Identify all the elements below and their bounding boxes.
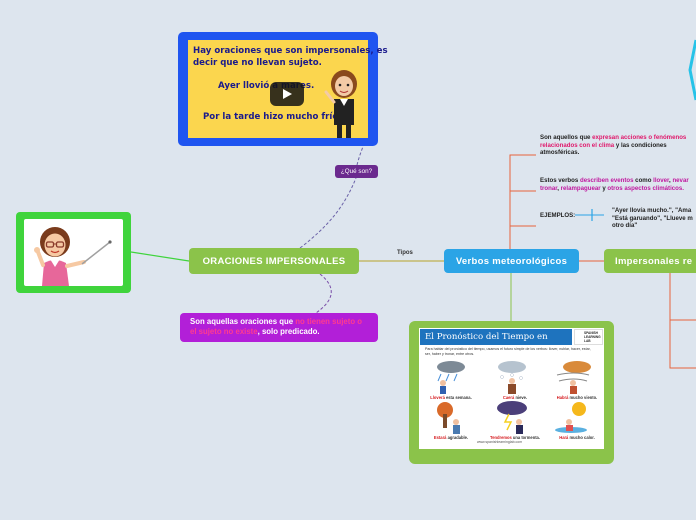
weather-subtitle: Para hablar del pronóstico del tiempo, u…: [425, 347, 591, 356]
note2-c: como: [633, 177, 654, 184]
note2-j: y: [600, 184, 608, 192]
note2-f: nevar: [672, 177, 689, 184]
branch-line-1: [509, 154, 536, 249]
note1-d: y las condiciones: [614, 141, 667, 149]
teacher-link: [130, 251, 190, 262]
note-description[interactable]: Estos verbos describen eventos como llov…: [540, 177, 696, 192]
ejemplo-line-1: "Ayer llovía mucho.", "Ama: [612, 207, 692, 214]
woman-cartoon: [324, 70, 357, 138]
video-line-3: Ayer llovió a mares.: [218, 81, 315, 91]
note2-b: describen eventos: [579, 177, 634, 184]
weather-footer: www.spanishlearninglab.com: [477, 440, 523, 444]
impersonales-branches: [669, 273, 696, 369]
caption-2: Caerá nieve.: [502, 395, 528, 400]
weather-forecast-node[interactable]: El Pronóstico del Tiempo en Español SPAN…: [409, 321, 614, 464]
note1-b: expresan acciones o fenómenos: [592, 134, 687, 141]
tipos-label: Tipos: [397, 250, 413, 256]
video-line-2: decir que no llevan sujeto.: [193, 58, 322, 68]
weather-title: El Pronóstico del Tiempo en Español: [420, 329, 572, 358]
definition-node[interactable]: Son aquellas oraciones que no tienen suj…: [180, 313, 378, 342]
note2-d: llover: [653, 177, 670, 184]
note2-a: Estos verbos: [540, 177, 580, 184]
note2-k: otros aspectos climáticos.: [607, 184, 684, 192]
teacher-illustration: [24, 219, 123, 286]
caption-6: Hará mucho calor.: [559, 435, 595, 440]
note-definition[interactable]: Son aquellos que expresan acciones o fen…: [540, 134, 696, 157]
lab-logo: SPANISH LEARNING LAB: [574, 329, 603, 345]
pleasant-illustration: Estará agradable.: [423, 400, 473, 440]
ejemplo-line-3: otro día": [612, 222, 638, 230]
note2-g: tronar: [540, 184, 558, 192]
video-node[interactable]: Hay oraciones que son impersonales, es d…: [178, 32, 388, 146]
storm-illustration: Tendremos una tormenta.: [487, 400, 540, 440]
video-line-1: Hay oraciones que son impersonales, es: [193, 46, 388, 56]
impersonales-topic[interactable]: Impersonales re: [604, 249, 696, 273]
caption-4: Estará agradable.: [433, 435, 469, 440]
verbos-meteorologicos-topic[interactable]: Verbos meteorológicos: [444, 249, 579, 273]
note1-a: Son aquellos que: [540, 134, 593, 141]
snow-illustration: Caerá nieve.: [487, 359, 537, 400]
definition-link: [315, 273, 332, 314]
note2-h: ,: [557, 184, 561, 192]
video-thumbnail[interactable]: Hay oraciones que son impersonales, es d…: [188, 40, 388, 138]
heat-illustration: Hará mucho calor.: [549, 400, 599, 440]
note2-e: ,: [669, 177, 673, 184]
definition-highlight: no tienen sujeto o el sujeto no existe: [190, 317, 363, 336]
video-line-4: Por la tarde hizo mucho frío.: [203, 112, 342, 122]
teacher-image-node[interactable]: [16, 212, 131, 293]
note1-e: atmosféricas.: [540, 149, 580, 157]
wind-illustration: Habrá mucho viento.: [549, 359, 599, 400]
offscreen-node-edge: [688, 39, 696, 101]
caption-1: Lloverá esta semana.: [430, 395, 472, 400]
definition-text-2: , solo predicado.: [257, 327, 320, 336]
caption-5: Tendremos una tormenta.: [490, 435, 540, 440]
central-topic[interactable]: ORACIONES IMPERSONALES: [189, 248, 359, 274]
note2-i: relampaguear: [560, 184, 601, 192]
weather-forecast-image: El Pronóstico del Tiempo en Español SPAN…: [419, 328, 604, 449]
ejemplos-list[interactable]: "Ayer llovía mucho.", "Ama "Está garuand…: [612, 207, 696, 230]
que-son-link-lower: [299, 177, 357, 249]
ejemplo-line-2: "Está garuando", "Llueve m: [612, 214, 693, 222]
que-son-label[interactable]: ¿Qué son?: [335, 165, 378, 178]
play-icon[interactable]: [270, 82, 304, 106]
definition-text-1: Son aquellas oraciones que: [190, 317, 296, 326]
rain-illustration: Lloverá esta semana.: [423, 359, 473, 400]
ejemplos-label[interactable]: EJEMPLOS:: [540, 212, 576, 219]
note1-c: relacionados con el clima: [540, 141, 615, 149]
caption-3: Habrá mucho viento.: [556, 395, 598, 400]
